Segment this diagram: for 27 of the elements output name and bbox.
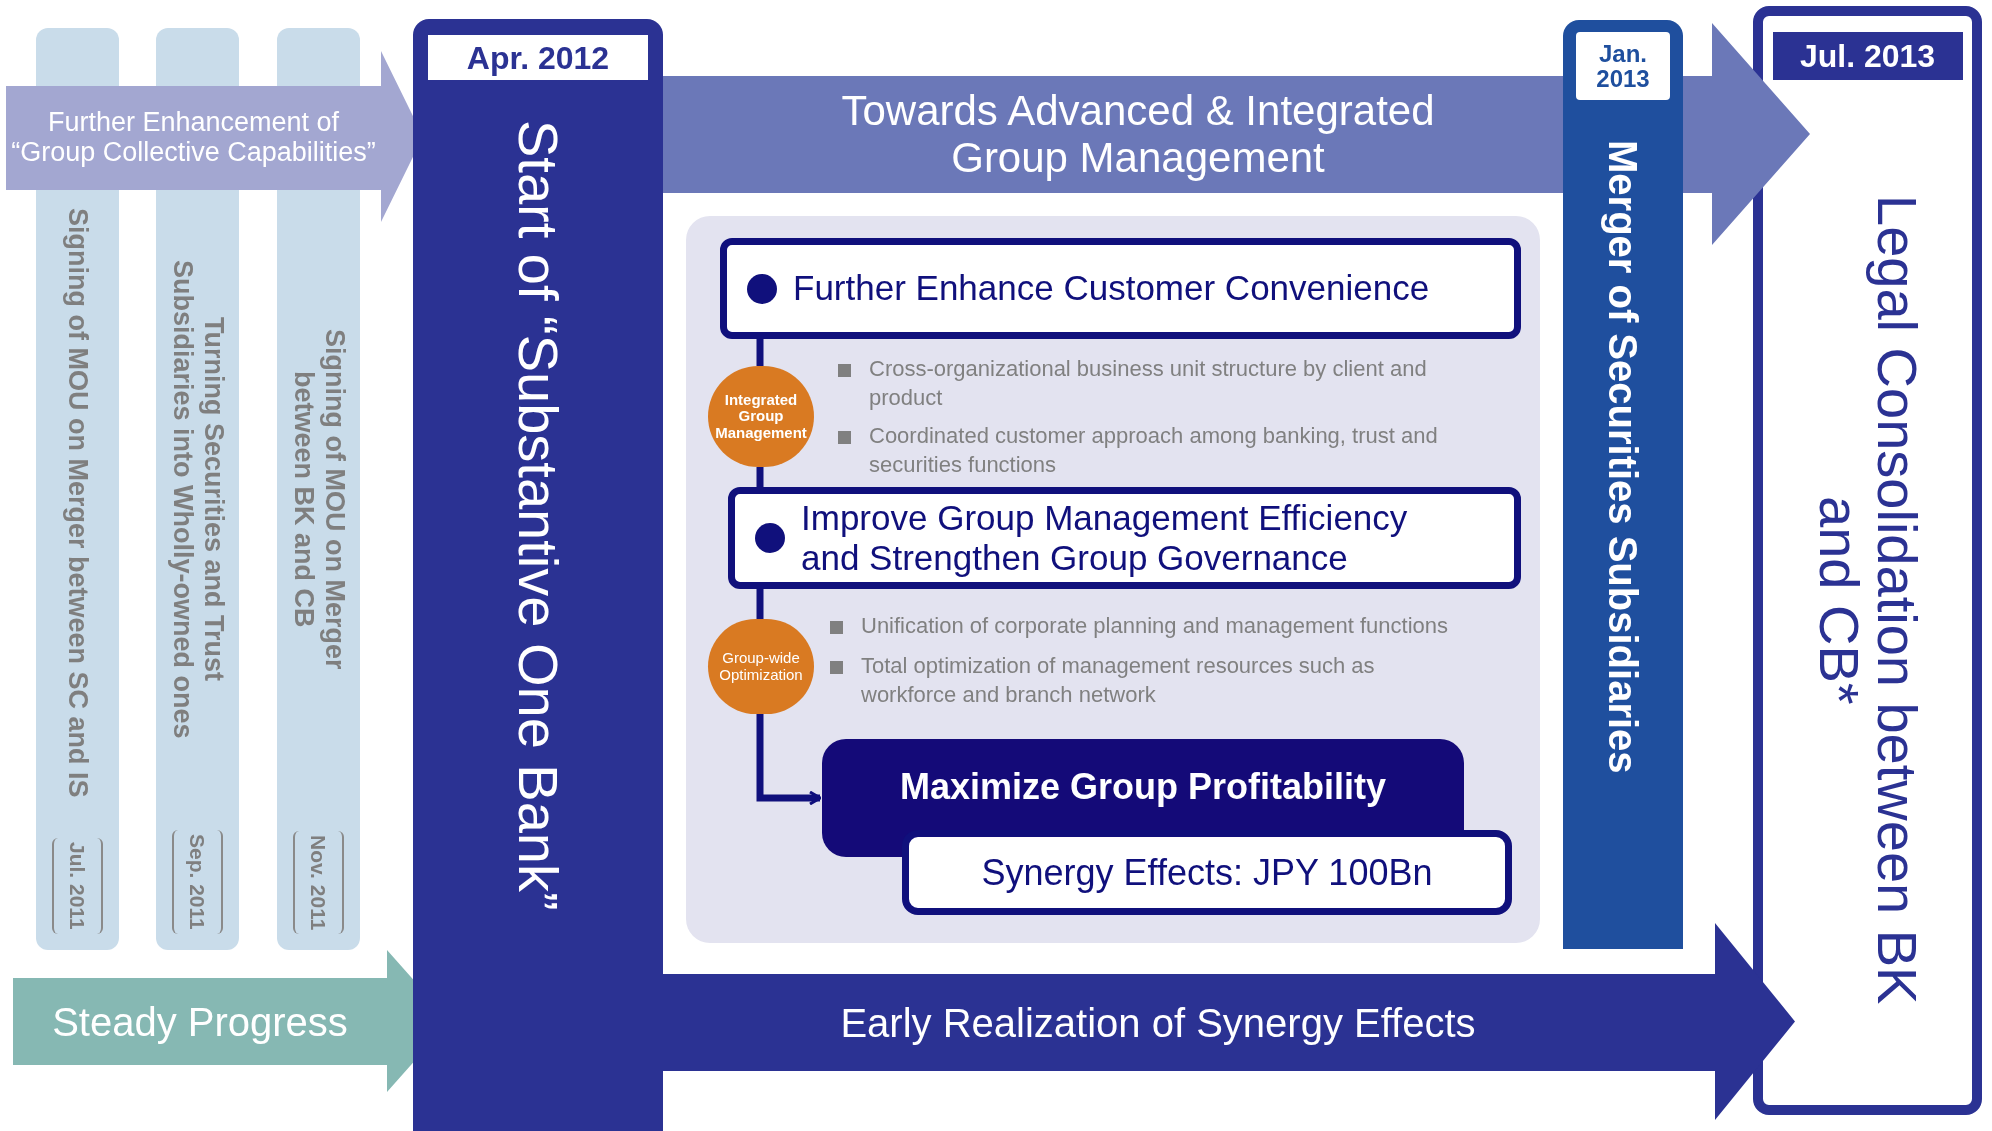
goal-text: Further Enhance Customer Convenience [793, 268, 1430, 309]
milestone-text: Legal Consolidation between BK and CB* [1808, 194, 1927, 1007]
arrow-label: Towards Advanced & Integrated Group Management [840, 88, 1436, 181]
connector-line [756, 589, 764, 619]
date-label: Jan. 2013 [1576, 32, 1670, 100]
bullet-text: Coordinated customer approach among banking, trust and securities functions [869, 422, 1439, 479]
bullet-text: Cross-organizational business unit structure by client and product [869, 355, 1428, 412]
result-box: Synergy Effects: JPY 100Bn [902, 830, 1512, 915]
arrow-label: Steady Progress [52, 999, 348, 1044]
bullet-text: Unification of corporate planning and management functions [861, 612, 1449, 640]
date-label: Sep. 2011 [171, 830, 224, 934]
date-label: Nov. 2011 [292, 830, 345, 934]
goal-text: Improve Group Management Efficiency and Strengthen Group Governance [801, 497, 1409, 579]
milestone-text: Merger of Securities Subsidiaries [1603, 140, 1643, 774]
connector-line [756, 467, 764, 487]
connector-line [756, 714, 822, 806]
date-label: Jul. 2011 [51, 838, 104, 934]
milestone-text: Turning Securities and Trust Subsidiaries into Wholly-owned ones [166, 258, 229, 741]
bullet-text: Total optimization of management resources such as workforce and branch network [861, 652, 1376, 709]
connector-line [756, 339, 764, 366]
arrow-label: Early Realization of Synergy Effects [840, 1000, 1476, 1045]
milestone-text: Signing of MOU on Merger between SC and IS [62, 208, 93, 799]
arrow-label: Further Enhancement of “Group Collective Capabilities” [10, 108, 377, 168]
milestone-text: Signing of MOU on Merger between BK and CB [287, 328, 350, 672]
date-label: Apr. 2012 [428, 35, 648, 80]
milestone-text: Start of “Substantive One Bank” [510, 120, 566, 911]
date-label: Jul. 2013 [1772, 32, 1963, 80]
